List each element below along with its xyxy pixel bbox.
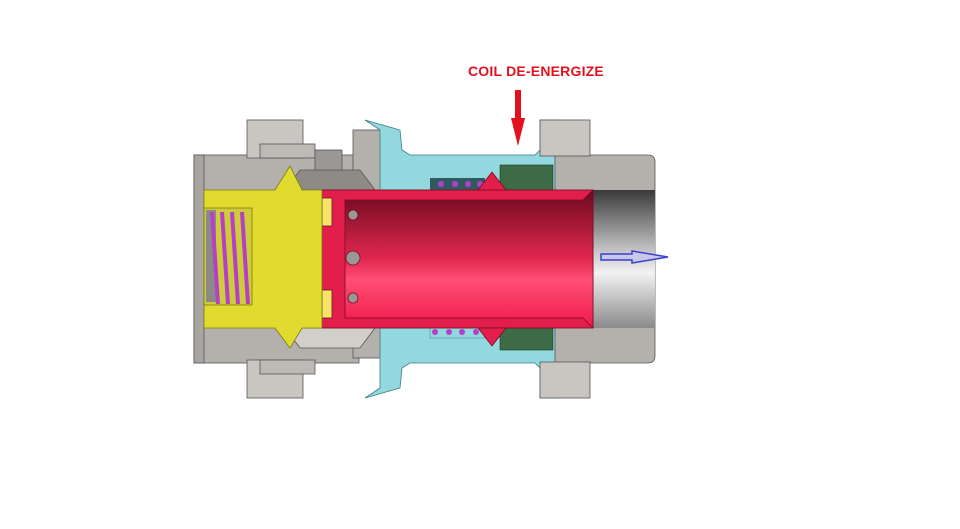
main-spring [210, 211, 250, 305]
coil-de-energize-label: COIL DE-ENERGIZE [468, 63, 604, 79]
flow-arrow-icon [600, 250, 669, 264]
coil-windings [499, 164, 554, 351]
plunger-tube [321, 171, 594, 347]
poppet [203, 165, 323, 349]
coil-arrow-icon [511, 90, 525, 146]
